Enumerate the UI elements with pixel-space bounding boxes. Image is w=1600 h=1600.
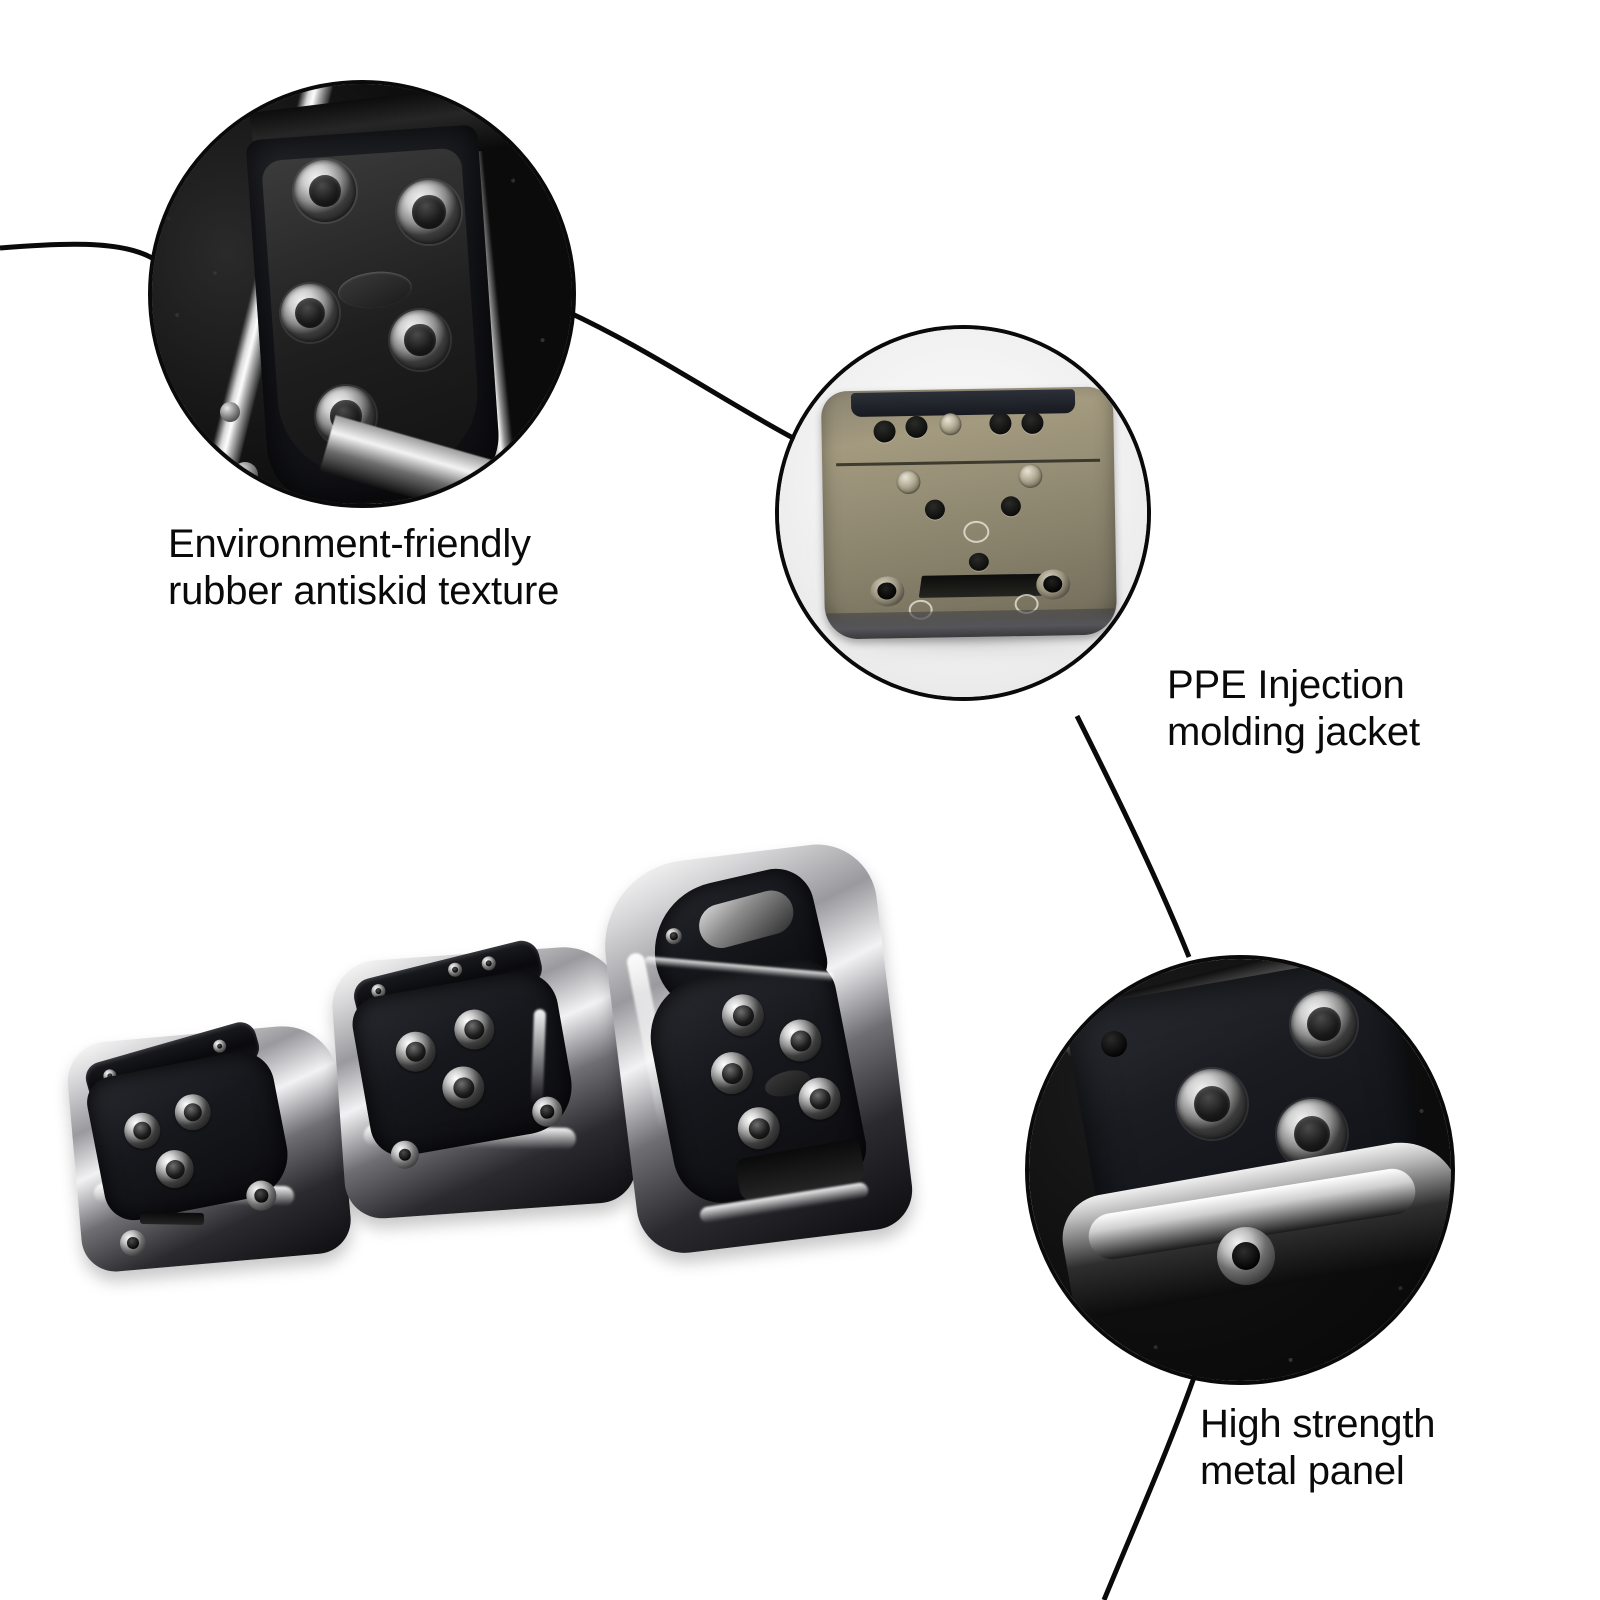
jacket-boss-right <box>1036 569 1071 600</box>
alignment-ring <box>963 520 990 544</box>
callout-circle-antiskid <box>148 80 576 508</box>
jacket-screw-left <box>896 469 921 495</box>
jacket-top-strip <box>850 389 1076 418</box>
mount-hole-3 <box>989 412 1012 435</box>
antiskid-stud-4 <box>390 310 450 370</box>
pedal-fix-screw-lower <box>232 462 258 488</box>
mount-hole-center <box>968 552 990 572</box>
label-metal: High strength metal panel <box>1200 1402 1436 1494</box>
label-antiskid: Environment-friendly rubber antiskid tex… <box>168 522 560 614</box>
brake-pedal-cover <box>329 936 639 1221</box>
jacket-seam-line <box>836 458 1101 467</box>
line-antiskid-to-left-edge <box>0 241 154 261</box>
antiskid-stud-1 <box>294 160 356 222</box>
line-antiskid-to-ppe <box>564 308 797 442</box>
jacket-screw-top-center <box>939 413 962 436</box>
line-metal-to-bottom-edge <box>1101 1362 1202 1600</box>
antiskid-photo <box>152 84 572 504</box>
antiskid-stud-3 <box>281 284 339 342</box>
mount-hole-1 <box>873 420 896 443</box>
injection-molded-jacket-plate <box>820 386 1118 640</box>
ppe-photo <box>779 329 1147 697</box>
label-ppe: PPE Injection molding jacket <box>1167 663 1420 755</box>
mount-hole-6 <box>1000 496 1022 517</box>
mount-hole-5 <box>924 499 946 520</box>
pedal-fix-screw-upper <box>220 402 240 422</box>
jacket-screw-right <box>1018 463 1043 489</box>
antiskid-stud-left <box>1177 1069 1247 1139</box>
antiskid-stud-top-right <box>1291 991 1357 1057</box>
callout-circle-metal <box>1025 955 1455 1385</box>
accelerator-pedal-cover <box>595 837 917 1259</box>
housing-slot <box>139 1211 205 1226</box>
antiskid-stud-2 <box>397 180 461 244</box>
jacket-edge-rim <box>824 608 1118 640</box>
pad-vent-hole <box>1101 1031 1127 1057</box>
product-pedal-set <box>64 837 917 1315</box>
mount-hole-4 <box>1021 411 1044 435</box>
callout-circle-ppe <box>775 325 1151 701</box>
metal-panel-photo <box>1029 959 1451 1381</box>
metal-panel-fix-screw <box>1217 1227 1275 1285</box>
mount-hole-2 <box>905 415 928 439</box>
clutch-pedal-cover <box>64 1018 354 1275</box>
jacket-boss-left <box>870 576 905 607</box>
